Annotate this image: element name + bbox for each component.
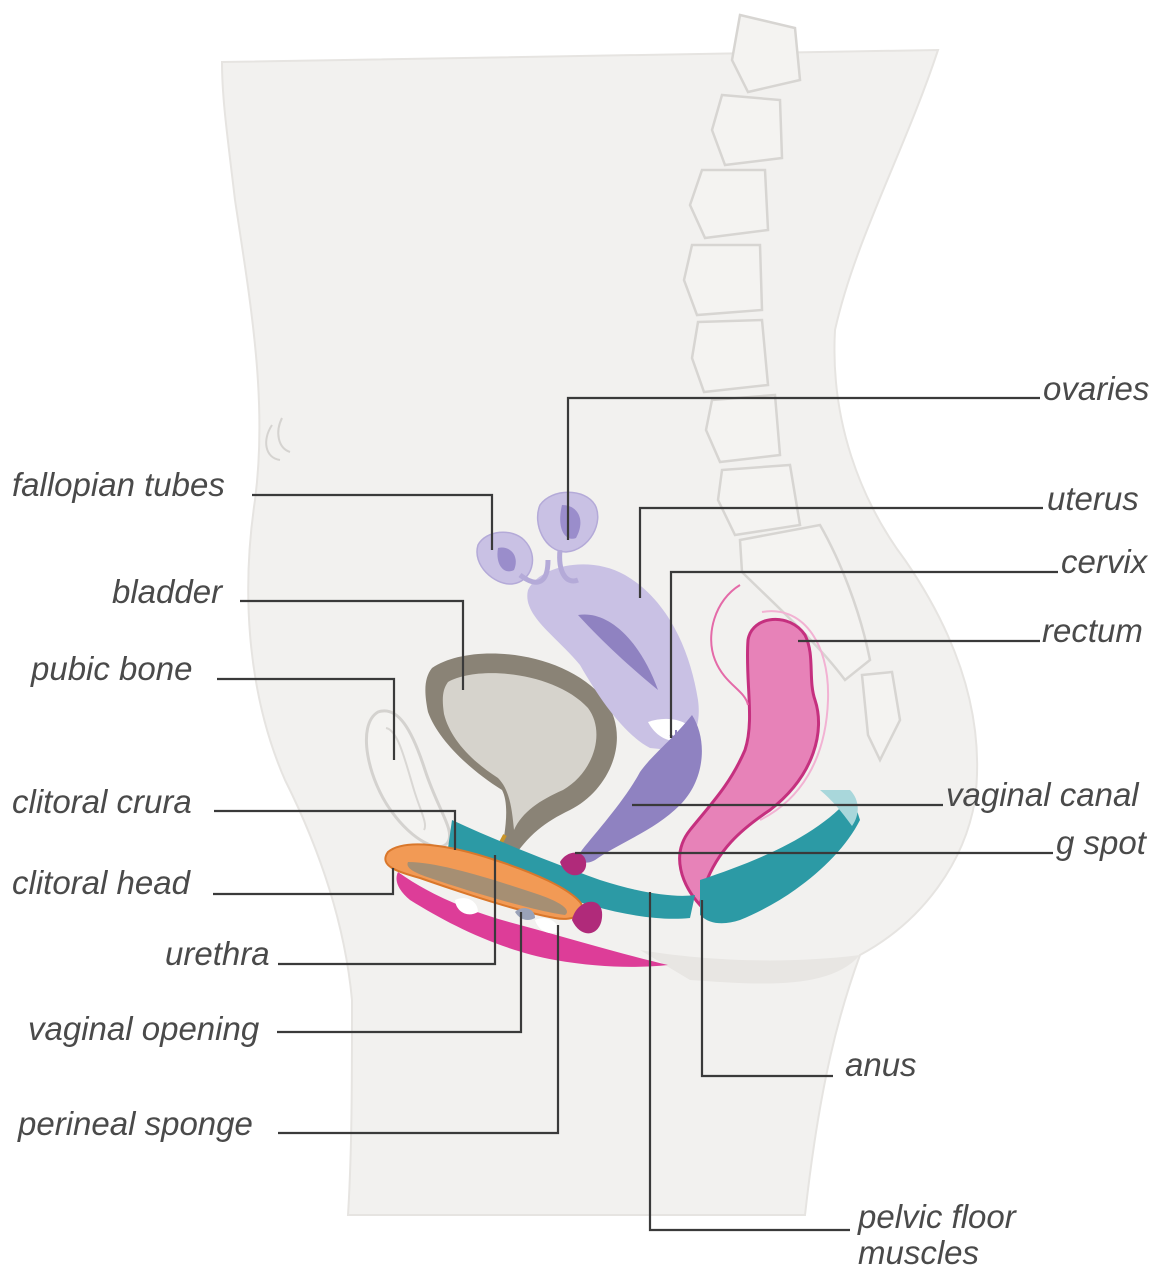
label-ovaries: ovaries [1043, 372, 1149, 405]
label-perineal-sponge: perineal sponge [18, 1107, 253, 1140]
label-urethra: urethra [165, 937, 270, 970]
leader-ovaries [568, 398, 1040, 540]
label-anus: anus [845, 1048, 917, 1081]
leader-pubic-bone [217, 679, 394, 760]
leader-cervix [671, 572, 1058, 738]
label-cervix: cervix [1061, 545, 1147, 578]
label-pubic-bone: pubic bone [31, 652, 192, 685]
leader-anus [702, 900, 833, 1076]
leader-clitoral-crura [214, 811, 455, 850]
leader-vaginal-opening [277, 912, 521, 1032]
leader-pelvic-floor-muscles [650, 892, 850, 1230]
leader-clitoral-head [213, 868, 393, 894]
label-clitoral-head: clitoral head [12, 866, 190, 899]
label-rectum: rectum [1042, 614, 1143, 647]
leader-fallopian-tubes [252, 495, 492, 550]
label-bladder: bladder [112, 575, 222, 608]
label-pelvic-floor-muscles-line2: muscles [858, 1236, 979, 1269]
leader-uterus [640, 508, 1043, 598]
label-vaginal-opening: vaginal opening [28, 1012, 259, 1045]
leader-bladder [240, 601, 463, 690]
leader-perineal-sponge [278, 925, 558, 1133]
label-uterus: uterus [1047, 482, 1139, 515]
label-fallopian-tubes: fallopian tubes [12, 468, 225, 501]
leader-urethra [278, 855, 495, 964]
label-g-spot: g spot [1056, 826, 1146, 859]
label-pelvic-floor-muscles-line1: pelvic floor [858, 1200, 1016, 1233]
label-vaginal-canal: vaginal canal [946, 778, 1139, 811]
label-clitoral-crura: clitoral crura [12, 785, 192, 818]
